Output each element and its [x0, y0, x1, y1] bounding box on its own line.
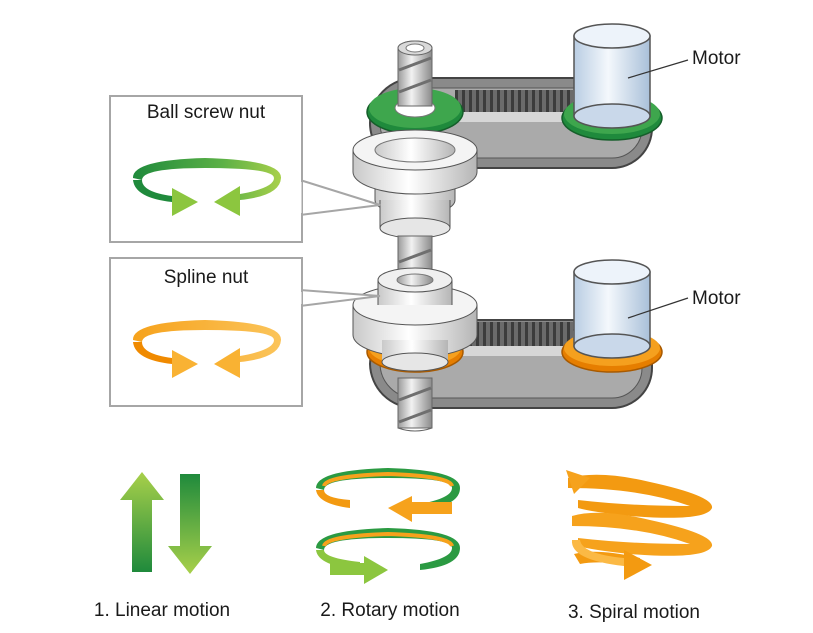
- motor-upper-label: Motor: [692, 48, 741, 69]
- linear-motion-label: 1. Linear motion: [94, 600, 230, 621]
- rotary-motion-label: 2. Rotary motion: [320, 600, 459, 621]
- ball-screw-nut-callout: Ball screw nut: [109, 95, 381, 243]
- ball-screw-nut: [352, 129, 478, 239]
- shaft-groove: [398, 248, 432, 264]
- shaft-groove: [398, 386, 432, 424]
- ball-screw-nut-label: Ball screw nut: [147, 102, 266, 123]
- spline-nut-callout: Spline nut: [109, 257, 381, 407]
- rotary-motion-arrows-icon: [316, 468, 460, 584]
- motor-lower: [573, 259, 651, 359]
- orange-rotation-arrows-icon: [132, 320, 282, 378]
- spiral-motion-label: 3. Spiral motion: [568, 602, 700, 623]
- green-rotation-arrows-icon: [132, 158, 282, 216]
- spline-nut: [352, 267, 478, 372]
- linear-motion-arrows-icon: [120, 472, 212, 574]
- motor-lower-label: Motor: [692, 288, 741, 309]
- motor-lower-callout: Motor: [627, 288, 741, 319]
- spline-nut-label: Spline nut: [164, 267, 249, 288]
- motor-upper: [573, 23, 651, 129]
- spiral-motion-arrow-icon: [566, 470, 713, 580]
- motor-upper-callout: Motor: [627, 48, 741, 79]
- mechanism: [352, 23, 663, 432]
